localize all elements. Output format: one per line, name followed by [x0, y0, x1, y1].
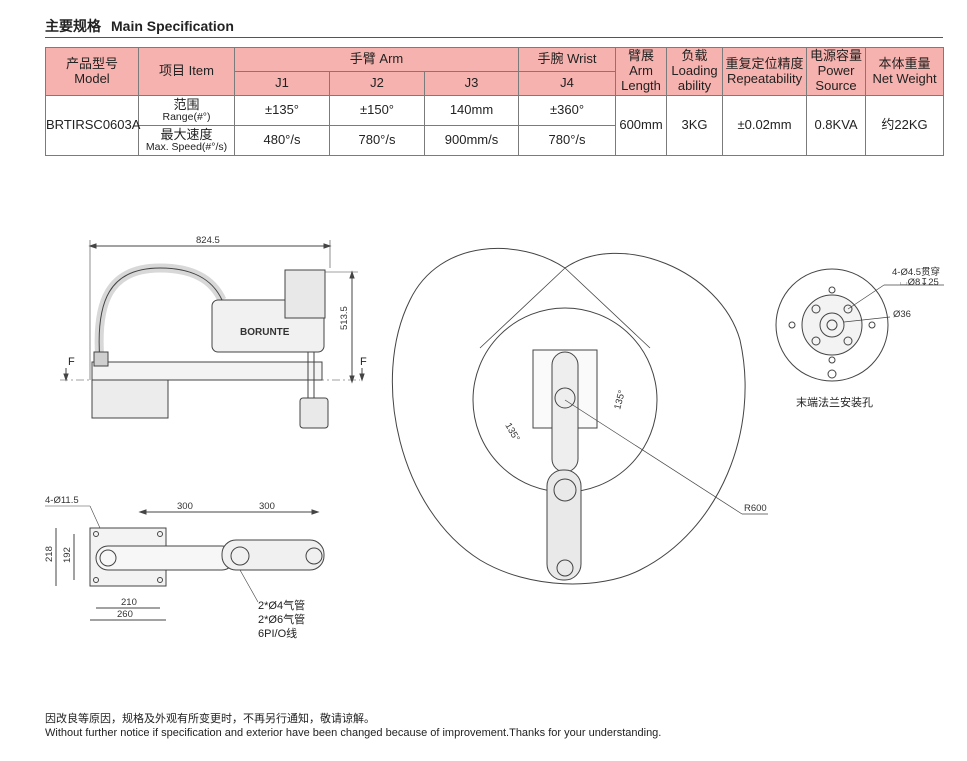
- cell-net-weight: 约22KG: [865, 95, 945, 156]
- note-2: 2*Ø6气管: [258, 612, 305, 626]
- cell-loading: 3KG: [666, 95, 724, 156]
- header-j2: J2: [329, 71, 425, 96]
- header-arm: 手臂 Arm: [233, 47, 520, 72]
- dim-width: 824.5: [196, 235, 220, 246]
- angle-left: 135°: [502, 421, 521, 444]
- cell-repeatability: ±0.02mm: [722, 95, 808, 156]
- brand-label: BORUNTE: [240, 327, 290, 338]
- cell-range-j2: ±150°: [329, 95, 425, 126]
- header-wrist: 手腕 Wrist: [518, 47, 617, 72]
- force-label-left: F: [68, 356, 75, 368]
- flange-dia: Ø36: [893, 309, 911, 320]
- header-j4: J4: [518, 71, 617, 96]
- force-label-right: F: [360, 356, 367, 368]
- cell-range-j1: ±135°: [234, 95, 330, 126]
- dim-b2: 260: [117, 609, 133, 620]
- footer-en: Without further notice if specification …: [45, 727, 662, 740]
- dim-height: 513.5: [339, 306, 350, 330]
- footer-cn: 因改良等原因，规格及外观有所变更时，不再另行通知，敬请谅解。: [45, 713, 375, 725]
- angle-right: 135°: [612, 389, 628, 411]
- cell-range-j4: ±360°: [518, 95, 617, 126]
- cell-speed-j4: 780°/s: [518, 125, 617, 156]
- top-view: 4-Ø11.5 300 300 218 192 210 260 2*Ø4气管 2…: [44, 495, 325, 640]
- cell-range-j3: 140mm: [423, 95, 520, 126]
- dim-w2: 192: [62, 547, 73, 563]
- heading-divider: [45, 37, 943, 38]
- dim-b1: 210: [121, 597, 137, 608]
- workspace-view: 135° 135° R600: [391, 247, 768, 585]
- dim-link2: 300: [259, 501, 275, 512]
- flange-view: 4-Ø4.5贯穿 ⌴Ø8↧25 Ø36 末端法兰安装孔: [775, 266, 944, 409]
- dim-link1: 300: [177, 501, 193, 512]
- section-title-en: Main Specification: [111, 18, 234, 34]
- cell-arm-length: 600mm: [615, 95, 668, 156]
- flange-holes-l1: 4-Ø4.5贯穿: [892, 266, 940, 278]
- header-item: 项目 Item: [138, 47, 235, 96]
- note-3: 6PI/O线: [258, 626, 297, 640]
- cell-speed-j3: 900mm/s: [423, 125, 520, 156]
- section-title-cn: 主要规格: [45, 18, 101, 34]
- note-1: 2*Ø4气管: [258, 598, 305, 612]
- header-j3: J3: [423, 71, 520, 96]
- section-heading: 主要规格 Main Specification: [45, 16, 244, 36]
- cell-model: BRTIRSC0603A: [45, 95, 140, 156]
- radius-label: R600: [744, 503, 767, 514]
- footer-note: 因改良等原因，规格及外观有所变更时，不再另行通知，敬请谅解。 Without f…: [45, 712, 661, 741]
- side-view: 824.5 513.5 BORUNTE F F: [60, 235, 367, 429]
- dim-holes: 4-Ø11.5: [45, 495, 79, 506]
- cell-speed-j2: 780°/s: [329, 125, 425, 156]
- flange-caption: 末端法兰安装孔: [796, 395, 873, 409]
- flange-holes-l2: ⌴Ø8↧25: [900, 277, 939, 288]
- dim-w1: 218: [44, 546, 55, 562]
